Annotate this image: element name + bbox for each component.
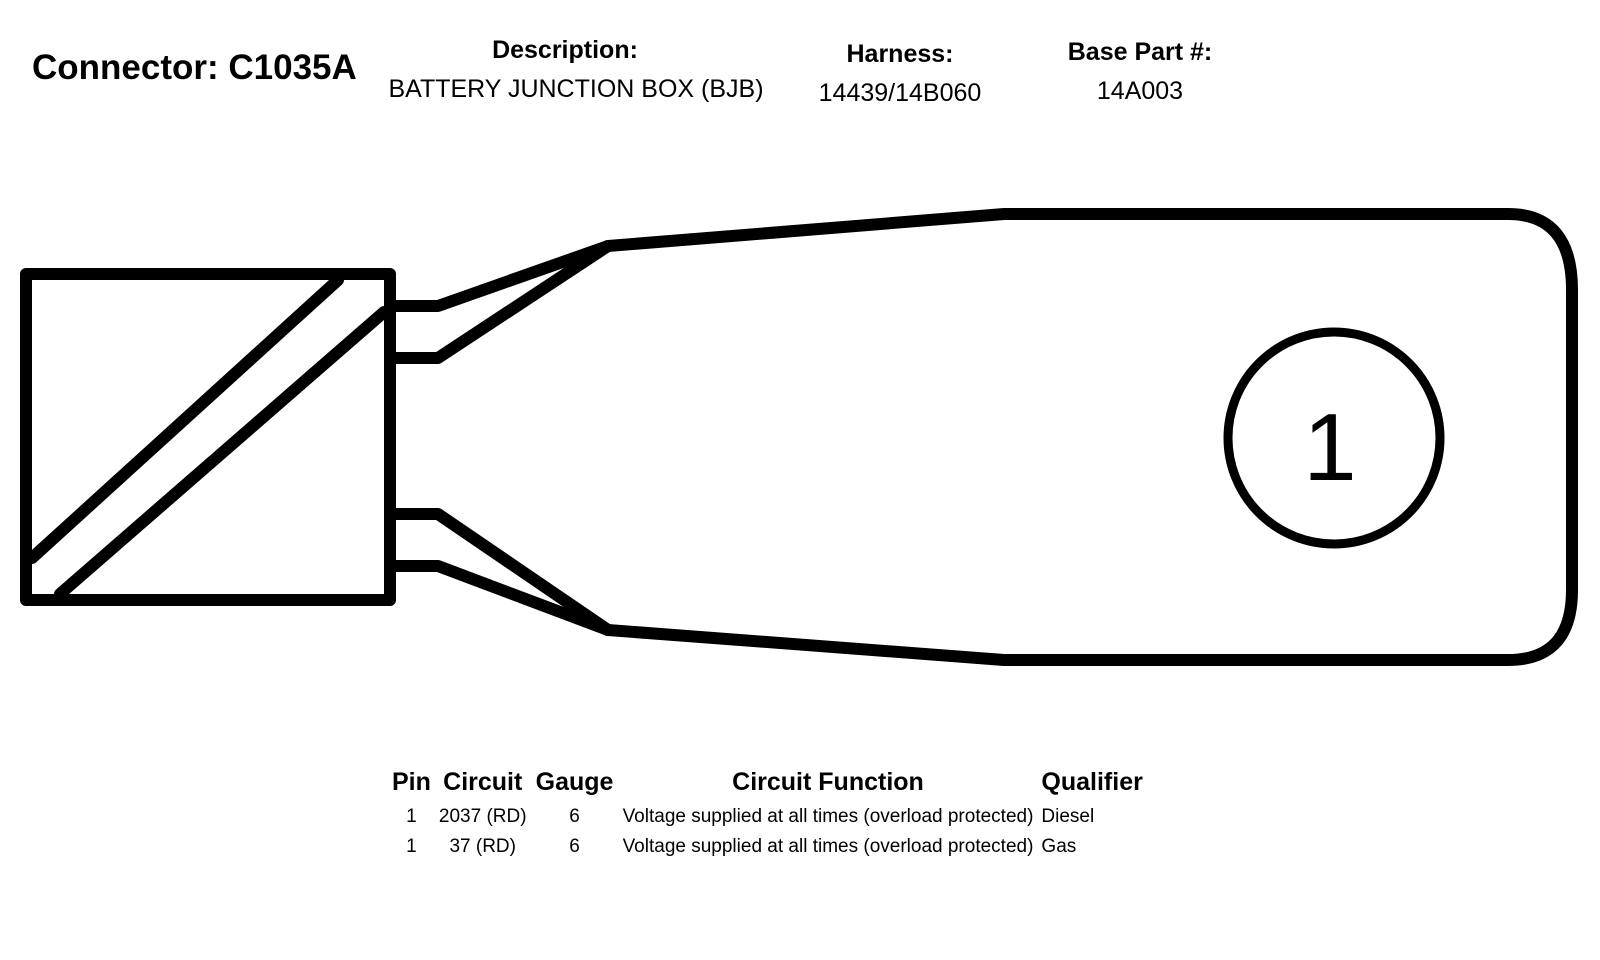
terminal-lead (386, 508, 614, 636)
cell-circuit: 37 (RD) (449, 836, 516, 857)
housing-stripe (26, 274, 344, 564)
housing-stripe (54, 306, 390, 600)
harness-label: Harness: (846, 40, 954, 68)
header-gauge: Gauge (535, 768, 614, 796)
pin-table: Pin Circuit Gauge Circuit Function Quali… (388, 768, 1147, 863)
description-label: Description: (492, 36, 638, 64)
table-row: 1 2037 (RD) 6 Voltage supplied at all ti… (388, 803, 1147, 833)
cell-qualifier: Diesel (1041, 806, 1095, 827)
description-value: BATTERY JUNCTION BOX (BJB) (388, 75, 764, 103)
cell-circuit-function: Voltage supplied at all times (overload … (622, 806, 1034, 827)
terminal-lead (386, 240, 614, 364)
connector-housing (20, 268, 396, 606)
cell-pin: 1 (406, 836, 417, 857)
table-header-row: Pin Circuit Gauge Circuit Function Quali… (388, 768, 1147, 803)
cell-pin: 1 (406, 806, 417, 827)
harness-value: 14439/14B060 (818, 79, 982, 107)
header-qualifier: Qualifier (1041, 768, 1143, 796)
cell-circuit-function: Voltage supplied at all times (overload … (622, 836, 1034, 857)
description-block: Description: BATTERY JUNCTION BOX (BJB) (380, 36, 772, 104)
harness-block: Harness: 14439/14B060 (800, 40, 1000, 108)
base-part-block: Base Part #: 14A003 (1040, 38, 1240, 106)
header-circuit-function: Circuit Function (732, 768, 924, 796)
header-pin: Pin (392, 768, 431, 796)
terminal-lead (386, 240, 614, 312)
pin-number-label: 1 (1303, 394, 1356, 501)
cell-gauge: 6 (569, 806, 580, 827)
cell-qualifier: Gas (1041, 836, 1077, 857)
ring-terminal-body (602, 208, 1578, 666)
terminal-lead (386, 560, 614, 636)
cell-circuit: 2037 (RD) (438, 806, 527, 827)
connector-title: Connector: C1035A (32, 48, 357, 87)
base-part-label: Base Part #: (1067, 38, 1213, 66)
table-row: 1 37 (RD) 6 Voltage supplied at all time… (388, 833, 1147, 863)
header-circuit: Circuit (443, 768, 523, 796)
cell-gauge: 6 (569, 836, 580, 857)
pin-circle (1223, 327, 1445, 549)
base-part-value: 14A003 (1096, 77, 1184, 105)
